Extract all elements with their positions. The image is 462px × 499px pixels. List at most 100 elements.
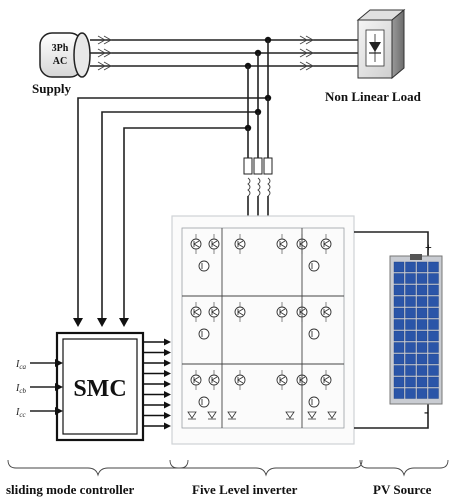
pv-cell: [416, 376, 428, 388]
pv-cell: [428, 261, 439, 273]
gate-signal-arrow: [143, 349, 171, 356]
pv-cell: [405, 284, 416, 296]
igbt-switch-icon: [276, 234, 288, 254]
igbt-switch-icon: [234, 234, 246, 254]
diode-icon: [307, 411, 317, 420]
pv-cell: [428, 273, 439, 284]
pv-cell: [393, 365, 405, 376]
diode-icon: [327, 411, 337, 420]
pv-cell: [393, 273, 405, 284]
input-icc-label: Icc: [15, 407, 26, 419]
igbt-switch-icon: [198, 396, 210, 408]
diode-icon: [187, 411, 197, 420]
pv-cell: [405, 342, 416, 353]
igbt-switch-icon: [198, 328, 210, 340]
nonlinear-load: [356, 8, 406, 80]
pv-cell: [393, 342, 405, 353]
gate-signal-arrow: [143, 338, 171, 346]
pv-cell: [393, 319, 405, 330]
three-phase-bus: [90, 35, 358, 71]
pv-cell: [405, 296, 416, 307]
gate-signal-arrow: [143, 422, 171, 430]
gate-signal-arrow: [143, 401, 171, 409]
igbt-switch-icon: [234, 370, 246, 390]
igbt-switch-icon: [276, 302, 288, 322]
pv-cell: [416, 307, 428, 319]
igbt-switch-icon: [320, 234, 332, 254]
pv-cell: [405, 353, 416, 365]
pv-cell: [416, 273, 428, 284]
igbt-switch-icon: [190, 302, 202, 322]
current-inputs: Ica Icb Icc: [15, 359, 63, 419]
inverter-caption: Five Level inverter: [192, 482, 298, 497]
gate-signal-arrow: [143, 380, 171, 388]
pv-plus-terminal: +: [425, 240, 432, 254]
pv-cell: [393, 376, 405, 388]
igbt-switch-icon: [234, 302, 246, 322]
igbt-switch-icon: [320, 370, 332, 390]
pv-cell: [428, 376, 439, 388]
load-label: Non Linear Load: [325, 89, 422, 104]
gate-signal-arrow: [143, 370, 171, 377]
pv-cell: [428, 319, 439, 330]
pv-cell: [393, 388, 405, 399]
pv-cell: [416, 330, 428, 342]
pv-cell: [416, 296, 428, 307]
pv-cell: [416, 319, 428, 330]
supply-source: 3Ph AC: [39, 32, 91, 78]
igbt-switch-icon: [208, 234, 220, 254]
pv-cell: [428, 365, 439, 376]
pv-cell: [393, 307, 405, 319]
smc-block: SMC: [55, 331, 145, 442]
pv-cell: [405, 388, 416, 399]
input-icb-label: Icb: [15, 383, 26, 395]
pv-cell: [416, 353, 428, 365]
pv-cell: [428, 388, 439, 399]
igbt-switch-icon: [208, 370, 220, 390]
igbt-switch-icon: [308, 260, 320, 272]
smc-block-label: SMC: [73, 376, 126, 402]
pv-cell: [428, 353, 439, 365]
pv-cells: [393, 261, 439, 399]
input-ica-label: Ica: [15, 359, 26, 371]
pv-cell: [416, 284, 428, 296]
gate-signal-arrow: [143, 391, 171, 398]
pv-cell: [416, 388, 428, 399]
pv-cell: [416, 342, 428, 353]
five-level-inverter: [171, 215, 355, 445]
gate-signal-arrow: [143, 412, 171, 419]
supply-line2: AC: [53, 56, 67, 67]
pv-cell: [428, 284, 439, 296]
igbt-switch-icon: [208, 302, 220, 322]
gate-signal-arrows: [143, 338, 171, 430]
igbt-switch-icon: [308, 328, 320, 340]
pv-cell: [416, 261, 428, 273]
igbt-switch-icon: [190, 370, 202, 390]
pv-cell: [428, 307, 439, 319]
pv-cell: [405, 376, 416, 388]
pv-minus-terminal: -: [424, 405, 429, 420]
controller-caption: sliding mode controller: [6, 482, 135, 497]
pv-cell: [416, 365, 428, 376]
pv-cell: [405, 307, 416, 319]
diode-icon: [227, 411, 237, 420]
diode-icon: [207, 411, 217, 420]
igbt-switch-icon: [276, 370, 288, 390]
igbt-switch-icon: [308, 396, 320, 408]
igbt-switch-icon: [190, 234, 202, 254]
diode-icon: [285, 411, 295, 420]
pv-cell: [393, 261, 405, 273]
inverter-switches: [187, 234, 337, 420]
supply-line1: 3Ph: [52, 43, 69, 54]
pv-cell: [393, 330, 405, 342]
pv-cell: [393, 353, 405, 365]
pv-cell: [405, 261, 416, 273]
igbt-switch-icon: [320, 302, 332, 322]
pv-cell: [405, 273, 416, 284]
pv-cell: [393, 296, 405, 307]
pv-cell: [405, 365, 416, 376]
pv-cell: [405, 319, 416, 330]
pv-cell: [428, 296, 439, 307]
pv-caption: PV Source: [373, 482, 432, 497]
